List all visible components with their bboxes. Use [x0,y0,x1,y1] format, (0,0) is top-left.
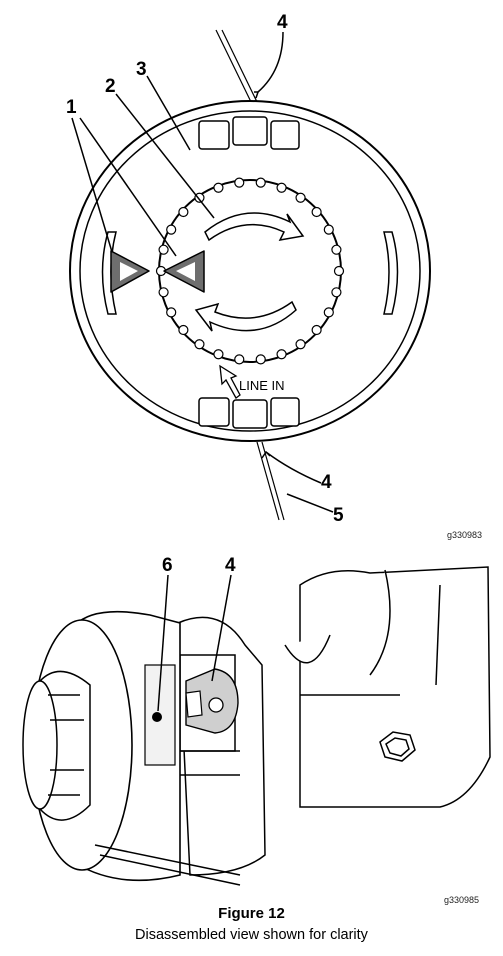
graphic-code-bottom: g330985 [444,895,480,905]
line-eyelet [185,668,239,734]
callout-2: 2 [105,76,116,97]
knob-notch [276,182,287,193]
leader-lines-bottom [157,574,232,712]
bottom-eyelet-windows [198,397,300,429]
callout-3: 3 [136,59,147,80]
knob-notch [295,339,306,350]
knob-notch [178,324,189,336]
knob-notch [276,349,287,360]
gearbox-housing [284,566,491,808]
knob-notch [158,244,169,255]
knob-notch [178,206,189,218]
callout-4-side: 4 [225,555,236,576]
knob-notch [166,307,177,318]
knob-notch [295,192,306,203]
knob-notch [194,192,205,203]
trimmer-head-front-view: LINE IN 1 2 3 4 4 5 [66,12,431,526]
knob-notch [213,349,224,360]
alignment-arrow-outer [110,250,150,293]
drum-band [94,844,241,886]
knob-notch [213,182,224,193]
knob-notches [155,177,345,365]
callout-4-bottom: 4 [321,472,332,493]
knob-notch [331,287,342,298]
knob-notch [311,324,322,336]
knob-notch [166,224,177,235]
top-eyelet-windows [198,116,300,150]
trimmer-line [215,29,285,521]
knob-notch [333,265,345,277]
graphic-code-top: g330983 [447,530,483,540]
side-slots [101,231,399,315]
callout-1: 1 [66,97,77,118]
callout-6: 6 [162,555,173,576]
spool-drum-rear [177,616,266,876]
knob-notch [323,224,334,235]
knob-notch [311,206,322,218]
knob-notch [323,307,334,318]
knob-notch [234,177,245,188]
knob-notch [234,354,245,365]
line-in-label: LINE IN [239,378,285,393]
wind-direction-arrows [194,212,305,332]
spring-area [144,664,176,766]
alignment-arrow-inner [163,250,205,293]
leader-lines [71,31,334,513]
line-in-arrow [219,364,241,399]
knob-notch [331,244,342,255]
knob-notch [255,354,266,365]
callout-5: 5 [333,505,344,526]
bolt [379,731,416,762]
figure-title: Figure 12 [218,905,285,922]
knob-notch [255,177,266,188]
figure-subtitle: Disassembled view shown for clarity [135,927,368,943]
knob-cylinder [22,670,91,821]
trimmer-head-side-view: 6 4 [22,555,491,886]
callout-4-top: 4 [277,12,288,33]
knob-notch [158,287,169,298]
knob-notch [194,339,205,350]
